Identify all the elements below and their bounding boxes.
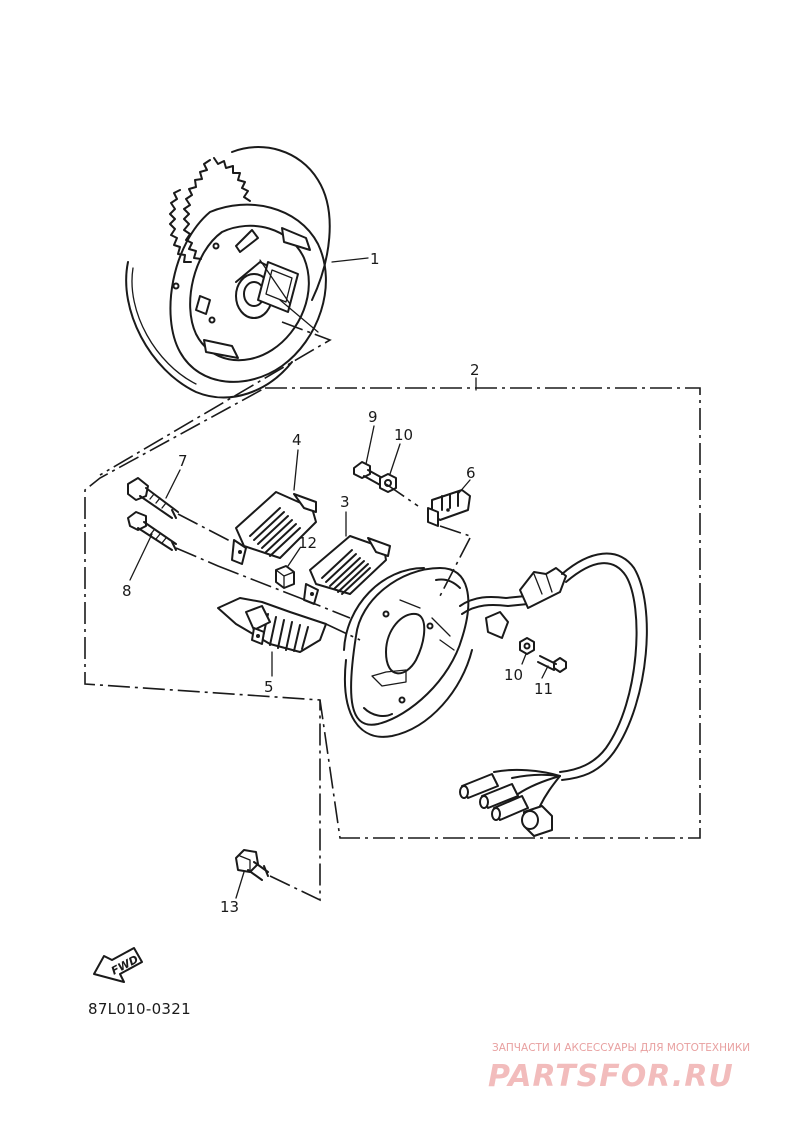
leader-line-7 — [165, 469, 181, 499]
screw-11[interactable] — [537, 655, 567, 673]
leader-line-11 — [541, 665, 549, 679]
callout-4: 4 — [292, 431, 302, 449]
callout-3: 3 — [340, 493, 350, 511]
leader-line-13 — [235, 871, 245, 899]
guide-13 — [269, 700, 321, 902]
guide-6 — [439, 525, 471, 537]
leader-line-8 — [129, 533, 153, 581]
callout-10b: 10 — [504, 666, 523, 684]
guide-3 — [299, 597, 351, 619]
callout-6: 6 — [466, 464, 476, 482]
diagram-code: 87L010-0321 — [88, 1000, 191, 1018]
guide-7 — [177, 513, 233, 543]
leader-line-9 — [365, 425, 375, 465]
callout-11: 11 — [534, 680, 553, 698]
leader-line-10b — [521, 653, 527, 665]
terminal-b — [479, 783, 519, 809]
sensor-6[interactable] — [427, 489, 471, 527]
callout-8: 8 — [122, 582, 132, 600]
bolt-8[interactable] — [127, 511, 177, 551]
leader-line-4 — [293, 449, 299, 491]
flywheel-rotor[interactable] — [125, 146, 331, 399]
nut-10-bottom[interactable] — [519, 637, 535, 655]
guide-8 — [175, 547, 301, 599]
callout-2: 2 — [470, 361, 480, 379]
callout-7: 7 — [178, 452, 188, 470]
fwd-arrow-icon: FWD — [93, 947, 143, 983]
watermark-brand: PARTSFOR.RU — [488, 1059, 734, 1094]
assembly-guide-line — [99, 321, 332, 476]
callout-1: 1 — [370, 250, 380, 268]
leader-line-12 — [287, 547, 301, 567]
callout-9: 9 — [368, 408, 378, 426]
wire-harness[interactable] — [459, 552, 648, 837]
callout-12: 12 — [298, 534, 317, 552]
terminal-cap — [521, 805, 553, 837]
leader-line-1 — [331, 257, 369, 263]
terminal-c — [491, 795, 529, 821]
watermark: ЗАПЧАСТИ И АКСЕССУАРЫ ДЛЯ МОТОТЕХНИКИ PA… — [488, 1042, 750, 1094]
terminal-a — [459, 773, 499, 799]
bolt-7[interactable] — [127, 477, 179, 519]
guide-5 — [325, 623, 361, 641]
callout-13: 13 — [220, 898, 239, 916]
stator-plate[interactable] — [343, 567, 509, 738]
bolt-13[interactable] — [235, 849, 269, 881]
leader-line-10a — [389, 443, 401, 475]
coil-4[interactable] — [231, 491, 317, 565]
guide-plate — [439, 537, 471, 597]
watermark-tagline: ЗАПЧАСТИ И АКСЕССУАРЫ ДЛЯ МОТОТЕХНИКИ — [492, 1042, 750, 1054]
leader-line-6 — [457, 479, 471, 495]
pulser-coil-5[interactable] — [217, 597, 327, 653]
guide-9 — [385, 483, 419, 507]
spacer-12[interactable] — [275, 565, 295, 589]
callout-10a: 10 — [394, 426, 413, 444]
callout-5: 5 — [264, 678, 274, 696]
